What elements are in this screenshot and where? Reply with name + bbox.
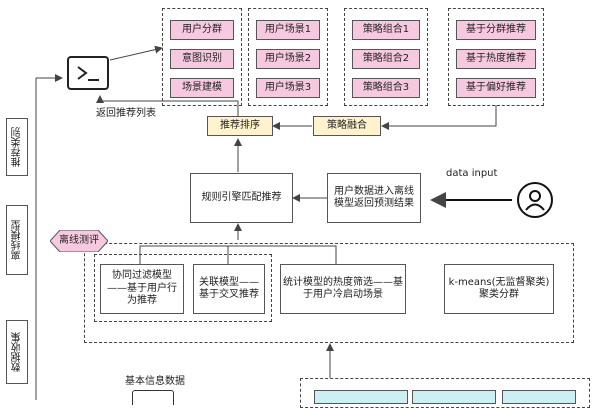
return-list-label: 返回推荐列表 — [96, 108, 156, 119]
group-based-recommend — [448, 8, 544, 106]
group-strategy — [344, 8, 428, 106]
model-collaborative: 协同过滤模型——基于用户行为推荐 — [100, 264, 184, 314]
group-item: 基于偏好推荐 — [456, 78, 536, 98]
group-item: 用户场景3 — [256, 78, 320, 98]
group-item: 策略组合1 — [352, 20, 420, 40]
model-popularity: 统计模型的热度筛选——基于用户冷启动场景 — [280, 264, 406, 314]
group-item: 基于分群推荐 — [456, 20, 536, 40]
data-source-box — [502, 390, 576, 404]
fusion-node: 策略融合 — [313, 116, 381, 136]
rule-engine-node: 规则引擎匹配推荐 — [190, 173, 293, 223]
offline-subgroup — [94, 254, 272, 322]
group-item: 场景建模 — [170, 78, 234, 98]
group-item: 基于热度推荐 — [456, 49, 536, 69]
data-input-label: data input — [446, 168, 498, 179]
sidebar-label: 推荐类别 — [11, 127, 23, 167]
sidebar-data-collection: 数据收集 — [6, 320, 28, 384]
user-icon — [517, 182, 553, 218]
terminal-icon — [67, 56, 109, 90]
group-user-scene — [248, 8, 328, 106]
sidebar-offline-model: 离线模型 — [6, 205, 28, 275]
offline-eval-tag: 离线测评 — [50, 230, 108, 252]
group-item: 策略组合3 — [352, 78, 420, 98]
group-user-segment — [162, 8, 242, 106]
folder-icon — [132, 390, 174, 405]
data-source-box — [412, 390, 496, 404]
sidebar-label: 离线模型 — [11, 220, 23, 260]
group-item: 用户分群 — [170, 20, 234, 40]
user-data-node: 用户数据进入离线模型返回预测结果 — [327, 173, 421, 223]
sidebar-recommend-category: 推荐类别 — [6, 118, 28, 176]
data-source-box — [314, 390, 408, 404]
group-item: 意图识别 — [170, 49, 234, 69]
offline-eval-label: 离线测评 — [59, 235, 99, 246]
basic-info-label: 基本信息数据 — [125, 376, 185, 387]
group-item: 用户场景1 — [256, 20, 320, 40]
model-kmeans: k-means(无监督聚类)聚类分群 — [444, 264, 554, 314]
model-association: 关联模型——基于交叉推荐 — [193, 264, 265, 314]
offline-model-container — [84, 243, 574, 343]
group-item: 用户场景2 — [256, 49, 320, 69]
rank-node: 推荐排序 — [207, 116, 273, 136]
group-item: 策略组合2 — [352, 49, 420, 69]
sidebar-label: 数据收集 — [11, 332, 23, 372]
